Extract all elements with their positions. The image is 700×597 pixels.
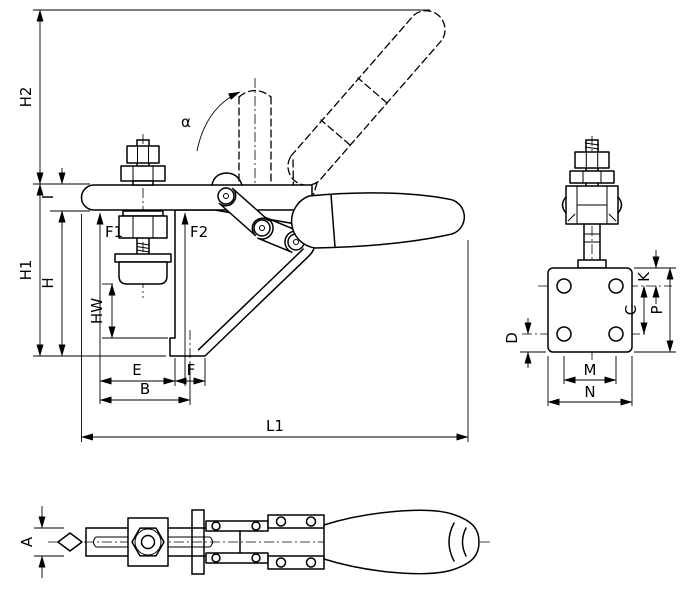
mounting-hole [608, 326, 624, 342]
dim-label-h2: H2 [17, 87, 35, 108]
side-view-dimensions: H2 H1 I H HW F1 F2 α E F B L1 [17, 9, 469, 442]
dim-label-d: D [503, 332, 521, 344]
mounting-base-plate [547, 267, 633, 353]
dim-label-f: F [187, 361, 196, 379]
dim-label-n: N [584, 383, 595, 401]
front-view-dimensions: D C K P M N [503, 250, 676, 406]
top-spindle-tip [57, 532, 83, 552]
top-body-plate [191, 509, 205, 575]
top-view-dimensions: A [18, 506, 64, 578]
front-spindle [561, 139, 623, 269]
dim-label-h: H [39, 277, 57, 288]
dim-label-i: I [39, 195, 57, 199]
mounting-hole [556, 278, 572, 294]
side-view: H2 H1 I H HW F1 F2 α E F B L1 [17, 9, 469, 442]
handle-grip [290, 192, 466, 249]
dim-label-f1: F1 [105, 223, 123, 241]
dim-label-h1: H1 [17, 260, 35, 281]
dim-label-l1: L1 [266, 417, 284, 435]
clamp-arm [80, 184, 313, 211]
spindle-assembly [114, 134, 172, 298]
front-view: D C K P M N [503, 136, 676, 406]
rivet [253, 219, 271, 237]
dim-label-b: B [140, 380, 150, 398]
mounting-hole [608, 278, 624, 294]
dim-label-alpha: α [181, 113, 191, 131]
top-spindle-block [127, 517, 169, 567]
dim-label-f2: F2 [190, 223, 208, 241]
top-view: A [18, 506, 490, 578]
dim-label-m: M [584, 361, 597, 379]
dim-label-e: E [132, 361, 141, 379]
top-linkage [205, 514, 325, 570]
dim-label-p: P [648, 305, 666, 314]
dim-label-c: C [622, 305, 640, 315]
dim-label-hw: HW [88, 298, 106, 324]
dim-label-a: A [18, 536, 36, 547]
mounting-hole [556, 326, 572, 342]
top-handle-grip [323, 509, 480, 575]
dim-label-k: K [635, 271, 653, 282]
rivet [217, 187, 235, 205]
